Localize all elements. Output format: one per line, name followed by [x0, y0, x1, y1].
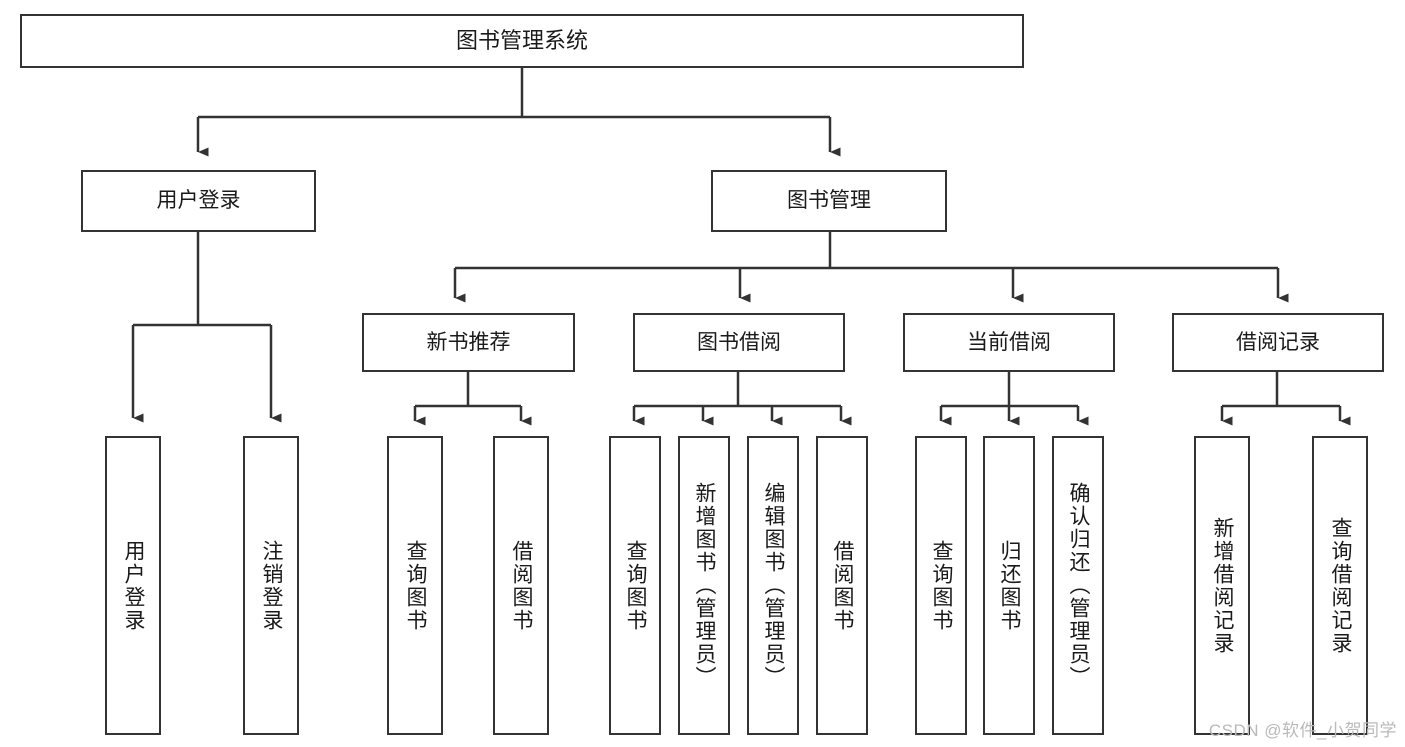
node-leaf-confirm-return-label: 确认归还（管理员）	[1067, 482, 1091, 689]
node-leaf-return-book-label: 归还图书	[998, 539, 1022, 632]
node-leaf-logout-login[interactable]: 注销登录	[243, 436, 299, 735]
node-leaf-logout-login-label: 注销登录	[260, 539, 284, 632]
node-leaf-user-login[interactable]: 用户登录	[105, 436, 161, 735]
node-book-management[interactable]: 图书管理	[711, 170, 947, 232]
node-leaf-query-book-2[interactable]: 查询图书	[609, 436, 661, 735]
node-leaf-borrow-book-2[interactable]: 借阅图书	[816, 436, 868, 735]
node-borrow-record-label: 借阅记录	[1236, 330, 1320, 354]
node-leaf-borrow-book-2-label: 借阅图书	[831, 539, 855, 632]
node-leaf-query-book-3-label: 查询图书	[930, 539, 954, 632]
node-leaf-query-record[interactable]: 查询借阅记录	[1312, 436, 1368, 735]
node-borrow-record[interactable]: 借阅记录	[1172, 313, 1384, 372]
node-current-borrow-label: 当前借阅	[967, 330, 1051, 354]
node-current-borrow[interactable]: 当前借阅	[903, 313, 1115, 372]
node-book-borrow[interactable]: 图书借阅	[633, 313, 845, 372]
node-leaf-query-book-1[interactable]: 查询图书	[387, 436, 443, 735]
node-leaf-return-book[interactable]: 归还图书	[983, 436, 1035, 735]
node-leaf-confirm-return[interactable]: 确认归还（管理员）	[1052, 436, 1104, 735]
node-new-book-recommend-label: 新书推荐	[426, 330, 511, 354]
node-leaf-borrow-book-1-label: 借阅图书	[510, 539, 534, 632]
watermark-text: CSDN @软件_小贺同学	[1208, 721, 1397, 740]
node-leaf-add-record-label: 新增借阅记录	[1211, 516, 1235, 655]
node-leaf-query-record-label: 查询借阅记录	[1329, 516, 1353, 655]
node-book-borrow-label: 图书借阅	[697, 330, 781, 354]
node-leaf-query-book-2-label: 查询图书	[624, 539, 648, 632]
node-leaf-add-book-label: 新增图书（管理员）	[693, 482, 717, 689]
node-leaf-query-book-1-label: 查询图书	[404, 539, 428, 632]
node-leaf-borrow-book-1[interactable]: 借阅图书	[493, 436, 549, 735]
node-leaf-add-book[interactable]: 新增图书（管理员）	[678, 436, 730, 735]
node-user-login[interactable]: 用户登录	[81, 170, 316, 232]
node-user-login-label: 用户登录	[156, 189, 241, 213]
node-leaf-add-record[interactable]: 新增借阅记录	[1194, 436, 1250, 735]
node-new-book-recommend[interactable]: 新书推荐	[362, 313, 575, 372]
node-leaf-edit-book-label: 编辑图书（管理员）	[762, 482, 786, 689]
node-leaf-user-login-label: 用户登录	[122, 539, 146, 632]
node-root-label: 图书管理系统	[455, 27, 588, 53]
node-book-management-label: 图书管理	[787, 189, 871, 213]
node-leaf-query-book-3[interactable]: 查询图书	[915, 436, 967, 735]
node-root[interactable]: 图书管理系统	[20, 14, 1024, 68]
node-leaf-edit-book[interactable]: 编辑图书（管理员）	[747, 436, 799, 735]
